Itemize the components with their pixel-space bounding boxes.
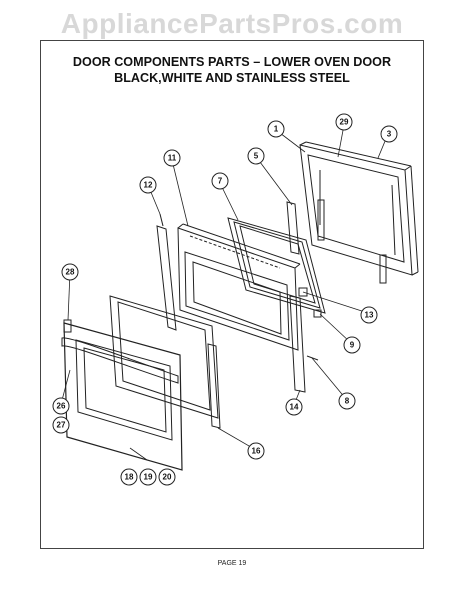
part-glass-clip <box>298 287 322 318</box>
part-lower-channel <box>207 343 221 429</box>
part-door-liner <box>177 223 301 351</box>
diagram-title: DOOR COMPONENTS PARTS – LOWER OVEN DOOR … <box>40 54 424 86</box>
callout-19: 19 <box>139 468 157 486</box>
callout-20: 20 <box>158 468 176 486</box>
callout-8: 8 <box>338 392 356 410</box>
page-frame <box>40 40 424 549</box>
part-right-channel <box>289 295 306 393</box>
callout-label: 13 <box>365 311 374 320</box>
part-outer-door <box>63 322 183 471</box>
page-number: PAGE 19 <box>217 560 247 567</box>
callout-label: 18 <box>125 473 134 482</box>
callout-label: 14 <box>290 403 299 412</box>
callout-1: 1 <box>267 120 285 138</box>
part-side-bracket <box>286 201 300 255</box>
callout-label: 11 <box>168 154 177 163</box>
callout-label: 20 <box>163 473 172 482</box>
callout-label: 7 <box>218 177 223 186</box>
callout-12: 12 <box>139 176 157 194</box>
callout-label: 9 <box>350 341 355 350</box>
callout-18: 18 <box>120 468 138 486</box>
part-middle-glass <box>109 295 219 419</box>
callout-3: 3 <box>380 125 398 143</box>
watermark-logo: AppliancePartsPros.com <box>60 8 404 39</box>
part-door-handle <box>61 337 179 384</box>
callout-label: 28 <box>66 268 75 277</box>
callout-label: 19 <box>144 473 153 482</box>
callout-label: 8 <box>345 397 350 406</box>
part-handle-end-cap <box>63 319 72 333</box>
callout-28: 28 <box>61 263 79 281</box>
part-inner-glass <box>227 217 326 314</box>
part-left-channel <box>156 213 177 331</box>
callout-16: 16 <box>247 442 265 460</box>
callout-label: 26 <box>57 402 66 411</box>
callout-11: 11 <box>163 149 181 167</box>
part-rear-frame <box>299 141 419 284</box>
title-line-2: BLACK,WHITE AND STAINLESS STEEL <box>114 71 350 85</box>
callout-label: 27 <box>57 421 66 430</box>
callout-13: 13 <box>360 306 378 324</box>
callout-14: 14 <box>285 398 303 416</box>
callout-label: 5 <box>254 152 259 161</box>
title-line-1: DOOR COMPONENTS PARTS – LOWER OVEN DOOR <box>72 55 392 69</box>
callout-label: 1 <box>274 125 279 134</box>
callout-7: 7 <box>211 172 229 190</box>
callout-9: 9 <box>343 336 361 354</box>
callout-label: 12 <box>144 181 153 190</box>
callout-label: 16 <box>252 447 261 456</box>
callout-5: 5 <box>247 147 265 165</box>
callout-29: 29 <box>335 113 353 131</box>
callout-label: 29 <box>340 118 349 127</box>
callout-27: 27 <box>52 416 70 434</box>
callout-label: 3 <box>387 130 392 139</box>
callout-26: 26 <box>52 397 70 415</box>
